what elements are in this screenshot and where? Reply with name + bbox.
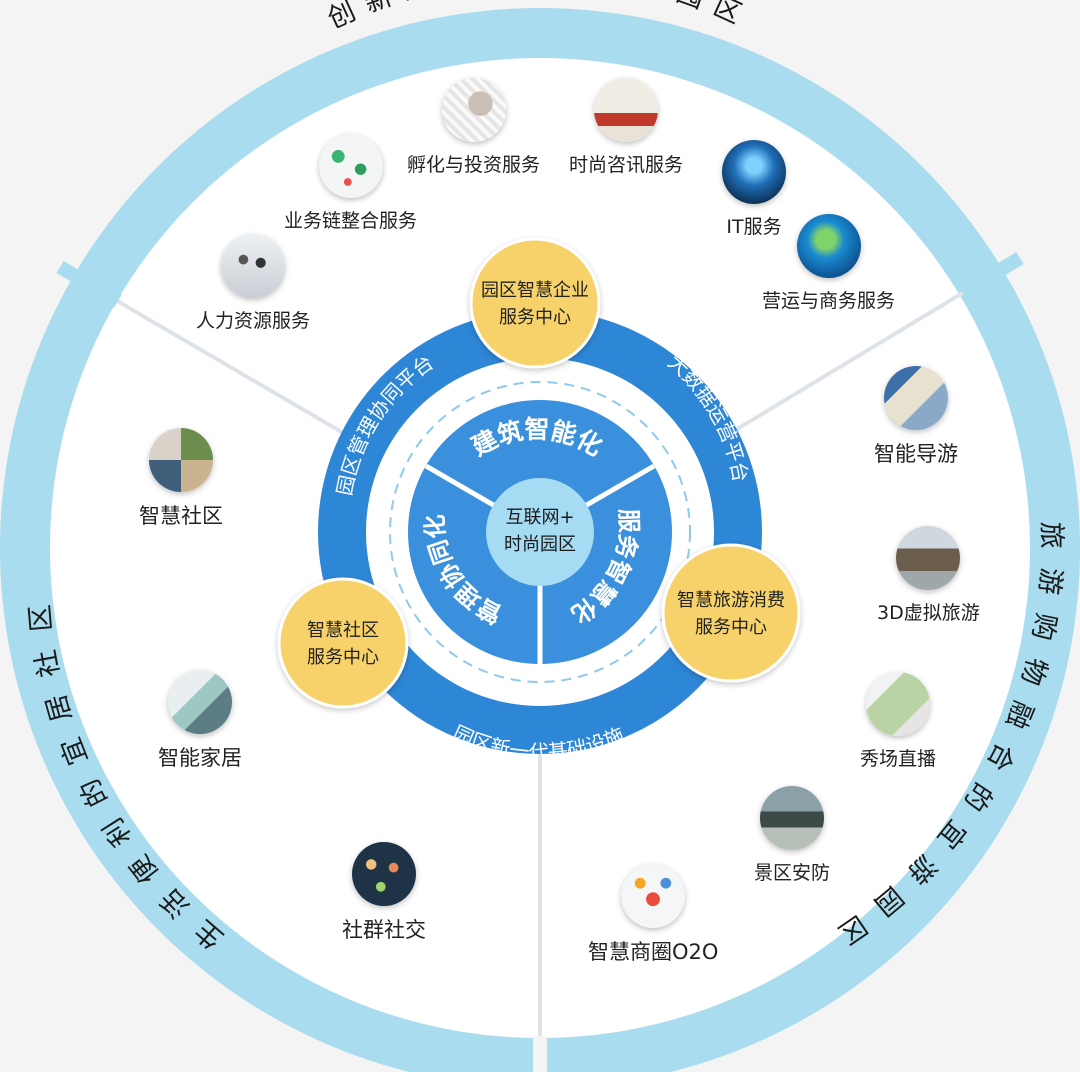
- service-smart-community-label: 智慧社区: [139, 504, 223, 528]
- service-vr-label: 3D虚拟旅游: [877, 602, 980, 624]
- network-nodes-icon: [318, 134, 383, 198]
- map-guide-icon: [884, 366, 948, 430]
- core-line-2: 时尚园区: [504, 534, 576, 555]
- meeting-icon: [594, 78, 658, 142]
- service-it[interactable]: IT服务: [722, 140, 786, 239]
- outer-ring-gaps: [56, 252, 1024, 1072]
- service-show[interactable]: 秀场直播: [860, 672, 936, 771]
- core-line-1: 互联网+: [505, 507, 574, 528]
- service-o2o-label: 智慧商圈O2O: [588, 940, 719, 964]
- center-left-line-2: 服务中心: [307, 647, 379, 668]
- service-home[interactable]: 智能家居: [158, 670, 242, 772]
- center-badge-top: 园区智慧企业 服务中心: [469, 237, 601, 369]
- community-photo-icon: [149, 428, 213, 492]
- tablet-map-icon: [866, 672, 930, 736]
- social-network-icon: [352, 842, 416, 906]
- center-right-line-1: 智慧旅游消费: [677, 590, 785, 611]
- center-left-line-1: 智慧社区: [307, 620, 379, 641]
- service-guide[interactable]: 智能导游: [874, 366, 958, 468]
- service-guide-label: 智能导游: [874, 442, 958, 466]
- service-smart-community[interactable]: 智慧社区: [139, 428, 223, 530]
- building-icon: [896, 526, 961, 590]
- center-top-line-2: 服务中心: [499, 307, 571, 328]
- center-top-line-1: 园区智慧企业: [481, 280, 589, 301]
- globe-tech-icon: [722, 140, 786, 204]
- brain-idea-icon: [441, 78, 506, 142]
- service-fashion-label: 时尚咨讯服务: [569, 154, 684, 176]
- service-social[interactable]: 社群社交: [342, 842, 426, 944]
- service-show-label: 秀场直播: [860, 748, 937, 770]
- center-badge-right: 智慧旅游消费 服务中心: [661, 543, 801, 683]
- shopping-cart-icon: [621, 864, 686, 928]
- service-fashion[interactable]: 时尚咨讯服务: [569, 78, 683, 177]
- core-circle: [486, 478, 594, 586]
- service-vr[interactable]: 3D虚拟旅游: [877, 526, 980, 625]
- service-hr-label: 人力资源服务: [196, 310, 311, 332]
- service-hr[interactable]: 人力资源服务: [196, 234, 310, 333]
- people-silhouette-icon: [221, 234, 285, 298]
- service-social-label: 社群社交: [342, 918, 426, 942]
- service-security[interactable]: 景区安防: [754, 786, 830, 885]
- center-badge-left: 智慧社区 服务中心: [277, 577, 409, 709]
- camera-scene-icon: [760, 786, 824, 850]
- service-chain-label: 业务链整合服务: [284, 210, 418, 232]
- earth-icon: [796, 214, 861, 278]
- service-o2o[interactable]: 智慧商圈O2O: [588, 864, 718, 966]
- service-it-label: IT服务: [726, 216, 782, 238]
- service-incubate-label: 孵化与投资服务: [407, 154, 541, 176]
- center-right-line-2: 服务中心: [695, 617, 767, 638]
- service-incubate[interactable]: 孵化与投资服务: [407, 78, 540, 177]
- service-chain[interactable]: 业务链整合服务: [284, 134, 417, 233]
- smart-home-icon: [168, 670, 232, 734]
- service-home-label: 智能家居: [158, 746, 242, 770]
- dashed-guide-ring: [389, 381, 691, 683]
- service-security-label: 景区安防: [754, 862, 831, 884]
- service-ops-label: 营运与商务服务: [762, 290, 896, 312]
- service-ops[interactable]: 营运与商务服务: [762, 214, 895, 313]
